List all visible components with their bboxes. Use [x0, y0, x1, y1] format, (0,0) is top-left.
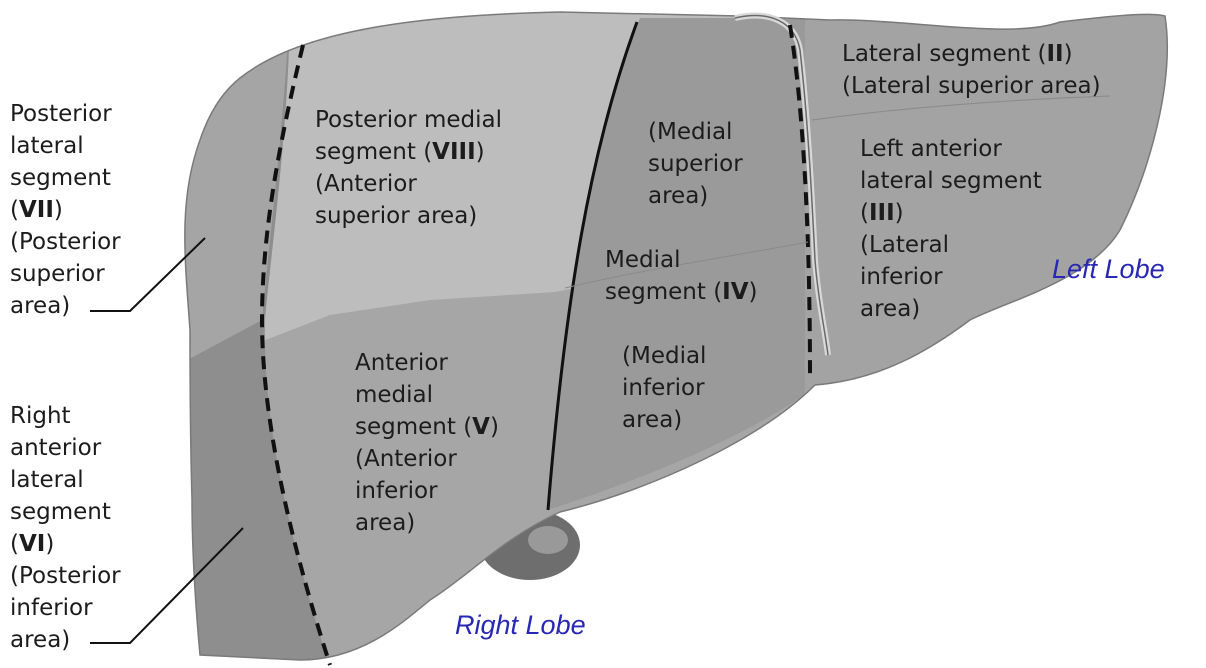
label-line: Lateral segment (II) — [842, 38, 1101, 70]
label-line: (Lateral — [860, 229, 1042, 261]
label-line: Medial — [605, 244, 758, 276]
segment-numeral: VI — [19, 531, 45, 557]
label-line: (Anterior — [315, 168, 502, 200]
label-line: area) — [622, 404, 706, 436]
label-line: Posterior — [10, 98, 121, 130]
label-line: segment (IV) — [605, 276, 758, 308]
label-lateral-segment-II: Lateral segment (II)(Lateral superior ar… — [842, 38, 1101, 102]
label-line: segment (V) — [355, 411, 499, 443]
segment-numeral: IV — [722, 279, 748, 305]
label-line: inferior — [860, 261, 1042, 293]
right-lobe-label: Right Lobe — [455, 610, 586, 641]
label-line: (VII) — [10, 194, 121, 226]
label-line: (Lateral superior area) — [842, 70, 1101, 102]
label-line: Anterior — [355, 347, 499, 379]
label-line: lateral — [10, 464, 121, 496]
segment-numeral: II — [1047, 41, 1064, 67]
label-line: inferior — [355, 475, 499, 507]
label-line: area) — [10, 624, 121, 656]
left-lobe-label: Left Lobe — [1052, 254, 1165, 285]
label-line: superior — [648, 148, 743, 180]
segment-numeral: V — [472, 414, 490, 440]
label-line: (Medial — [648, 116, 743, 148]
segment-numeral: VII — [19, 197, 54, 223]
label-line: (Posterior — [10, 560, 121, 592]
label-line: superior area) — [315, 200, 502, 232]
label-line: area) — [355, 507, 499, 539]
label-line: inferior — [622, 372, 706, 404]
label-line: segment (VIII) — [315, 136, 502, 168]
label-line: (Medial — [622, 340, 706, 372]
label-line: area) — [860, 293, 1042, 325]
label-line: Right — [10, 400, 121, 432]
label-line: superior — [10, 258, 121, 290]
label-line: inferior — [10, 592, 121, 624]
label-line: segment — [10, 162, 121, 194]
label-line: (Posterior — [10, 226, 121, 258]
segment-numeral: VIII — [432, 139, 475, 165]
label-line: segment — [10, 496, 121, 528]
label-line: area) — [10, 290, 121, 322]
label-line: medial — [355, 379, 499, 411]
label-line: (Anterior — [355, 443, 499, 475]
label-line: (III) — [860, 197, 1042, 229]
label-line: Posterior medial — [315, 104, 502, 136]
segment-numeral: III — [869, 200, 895, 226]
label-line: Left anterior — [860, 133, 1042, 165]
label-line: lateral — [10, 130, 121, 162]
label-line: area) — [648, 180, 743, 212]
label-line: (VI) — [10, 528, 121, 560]
label-line: lateral segment — [860, 165, 1042, 197]
label-line: anterior — [10, 432, 121, 464]
